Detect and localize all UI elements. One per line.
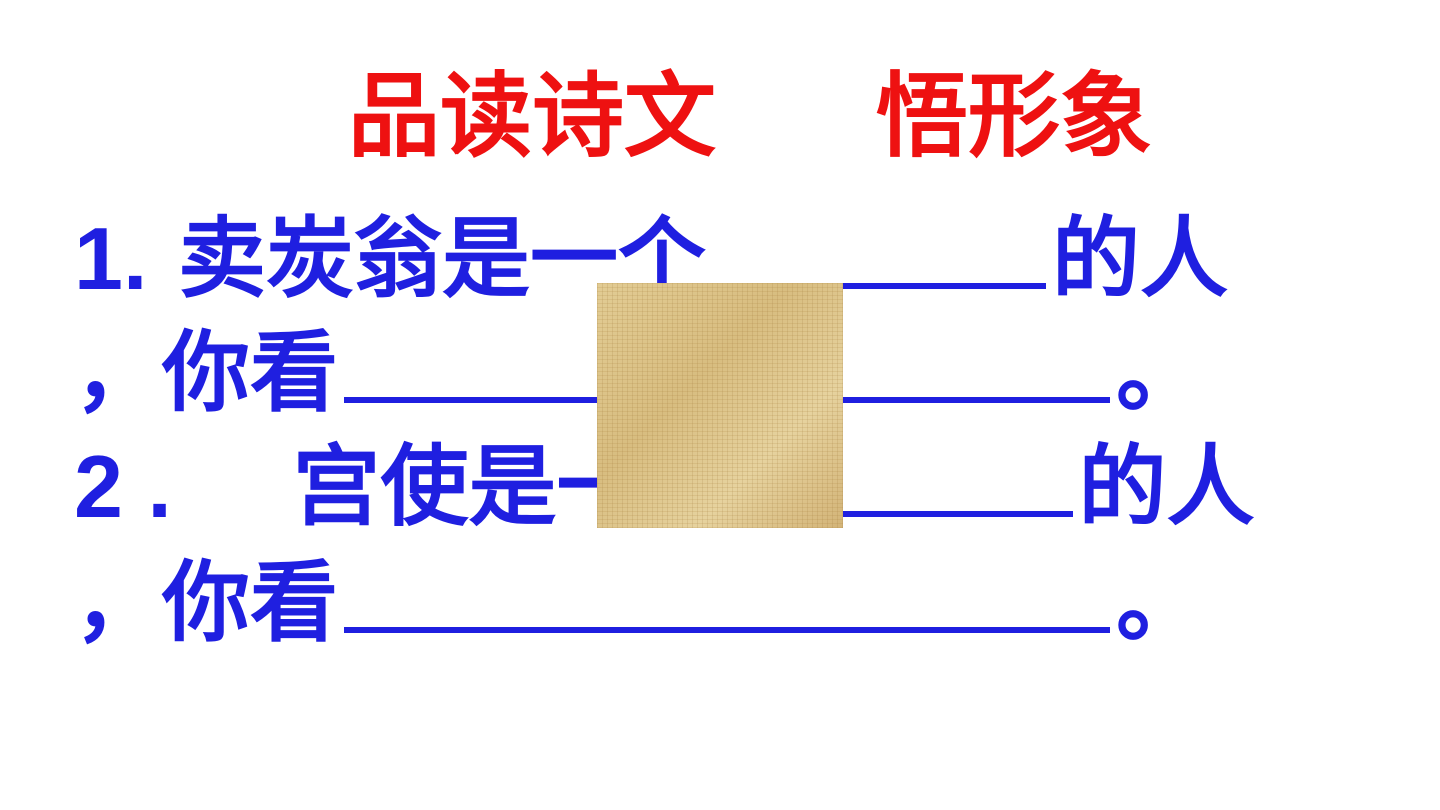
question-2-number: 2 . bbox=[74, 437, 172, 537]
slide-title: 品读诗文 悟形象 bbox=[0, 62, 1440, 392]
question-2-line-2: ，你看 。 bbox=[74, 548, 1204, 658]
question-1-line-2-end: 。 bbox=[1116, 321, 1205, 425]
question-2-line-2-prefix: ，你看 bbox=[74, 551, 339, 655]
question-2-suffix: 的人 bbox=[1078, 435, 1255, 539]
paper-texture-image bbox=[597, 283, 843, 528]
question-2-line-1: 2 . 宫使是一个的人 bbox=[74, 432, 1255, 542]
question-1-line-2-prefix: ，你看 bbox=[74, 321, 339, 425]
title-part-1: 品读诗文 bbox=[348, 63, 717, 170]
question-1-line-2: ，你看 。 bbox=[74, 318, 1204, 428]
question-1-suffix: 的人 bbox=[1052, 207, 1229, 311]
question-1-number: 1. bbox=[74, 209, 148, 309]
title-part-2: 悟形象 bbox=[876, 63, 1153, 170]
question-2-blank bbox=[738, 432, 1073, 518]
question-2-line-2-end: 。 bbox=[1116, 551, 1205, 655]
question-1-blank bbox=[712, 204, 1047, 290]
question-2-answer-blank bbox=[344, 548, 1111, 634]
